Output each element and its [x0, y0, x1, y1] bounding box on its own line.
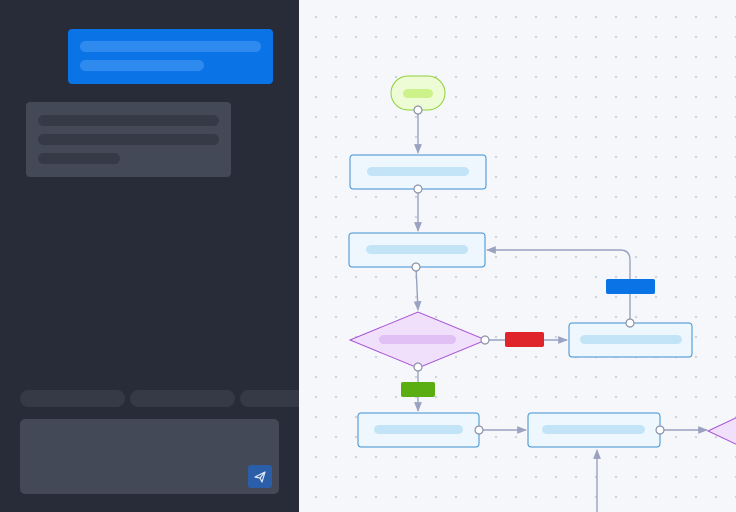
- message-text-placeholder: [80, 41, 261, 52]
- suggestion-chip[interactable]: [240, 390, 299, 407]
- connector-retry-loop-back[interactable]: [486, 246, 631, 322]
- connection-port[interactable]: [413, 184, 423, 194]
- connection-port[interactable]: [474, 425, 484, 435]
- connection-port[interactable]: [413, 105, 423, 115]
- message-input[interactable]: [20, 419, 240, 494]
- assistant-message-bubble: [26, 102, 231, 177]
- process-node[interactable]: [348, 232, 486, 268]
- connection-port[interactable]: [411, 262, 421, 272]
- process-node[interactable]: [568, 322, 693, 358]
- node-text-placeholder: [374, 425, 463, 434]
- node-text-placeholder: [367, 167, 469, 176]
- node-text-placeholder: [542, 425, 645, 434]
- node-text-placeholder: [379, 335, 456, 344]
- edge-label-loop[interactable]: [606, 279, 655, 294]
- suggestion-chip[interactable]: [130, 390, 235, 407]
- decision-node[interactable]: [348, 311, 488, 369]
- process-node[interactable]: [349, 154, 487, 190]
- message-text-placeholder: [38, 115, 219, 126]
- message-text-placeholder: [80, 60, 204, 71]
- chat-panel: [0, 0, 299, 512]
- process-node[interactable]: [357, 412, 480, 448]
- edge-label-yes[interactable]: [401, 382, 435, 397]
- flowchart-diagram: [348, 75, 736, 512]
- node-text-placeholder: [366, 245, 468, 254]
- connection-port[interactable]: [655, 425, 665, 435]
- message-composer: [20, 419, 279, 494]
- connection-port[interactable]: [413, 362, 423, 372]
- decision-node[interactable]: [706, 414, 736, 448]
- connection-port[interactable]: [480, 335, 490, 345]
- message-text-placeholder: [38, 153, 120, 164]
- node-text-placeholder: [580, 335, 682, 344]
- user-message-bubble: [68, 29, 273, 84]
- process-node[interactable]: [527, 412, 661, 448]
- connection-port[interactable]: [625, 318, 635, 328]
- start-node[interactable]: [390, 75, 446, 111]
- node-text-placeholder: [403, 89, 433, 98]
- paper-plane-icon: [254, 470, 266, 483]
- send-button[interactable]: [248, 465, 272, 488]
- connector-step2-to-decision[interactable]: [413, 266, 422, 311]
- flowchart-canvas[interactable]: [299, 0, 736, 512]
- suggestion-chip[interactable]: [20, 390, 125, 407]
- message-text-placeholder: [38, 134, 219, 145]
- edge-label-no[interactable]: [505, 332, 544, 347]
